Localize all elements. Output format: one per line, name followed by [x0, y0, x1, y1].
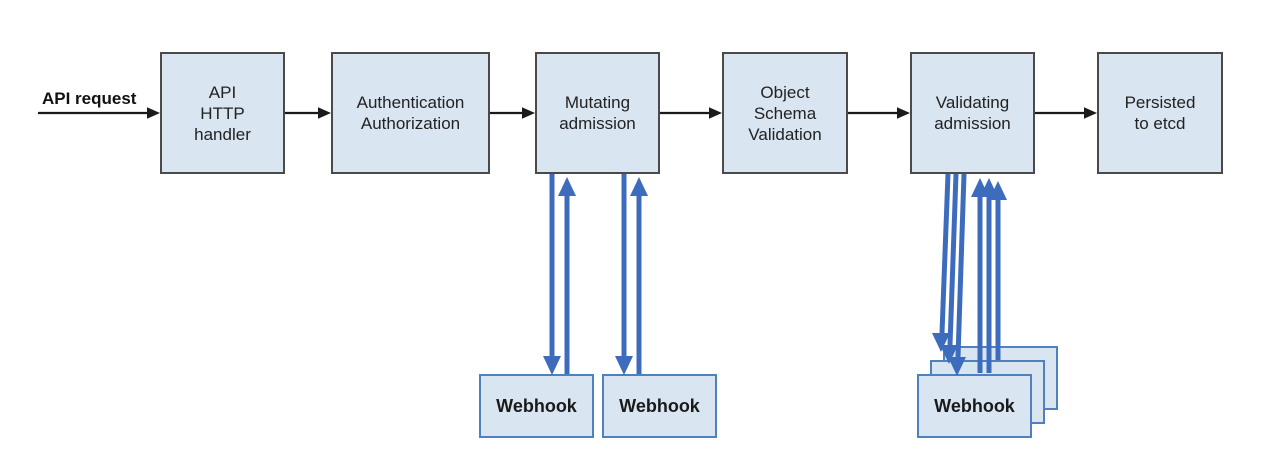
arrow-mutating-webhook2-down — [615, 174, 633, 375]
node-label: API HTTP handler — [194, 82, 251, 144]
webhook-label: Webhook — [496, 395, 577, 416]
api-request-label: API request — [42, 89, 137, 108]
arrow-validating-webhook-down-2 — [940, 173, 959, 364]
node-persisted-to-etcd: Persisted to etcd — [1097, 52, 1223, 174]
arrow-validating-to-etcd — [1035, 107, 1097, 119]
arrow-auth-to-mutating — [490, 107, 535, 119]
node-authentication-authorization: Authentication Authorization — [331, 52, 490, 174]
arrow-mutating-webhook1-down — [543, 174, 561, 375]
arrow-mutating-to-schema — [660, 107, 722, 119]
node-validating-admission: Validating admission — [910, 52, 1035, 174]
arrow-validating-webhook-up-2 — [980, 178, 998, 373]
arrow-validating-webhook-up-3 — [989, 181, 1007, 360]
webhook-label: Webhook — [619, 395, 700, 416]
node-mutating-admission: Mutating admission — [535, 52, 660, 174]
webhook-box-validating: Webhook — [917, 374, 1032, 438]
arrow-mutating-webhook2-up — [630, 177, 648, 374]
node-label: Object Schema Validation — [748, 82, 822, 144]
webhook-box-mutating-1: Webhook — [479, 374, 594, 438]
node-label: Mutating admission — [559, 93, 636, 133]
node-label: Validating admission — [934, 93, 1011, 133]
node-api-http-handler: API HTTP handler — [160, 52, 285, 174]
node-label: Authentication Authorization — [356, 93, 465, 133]
arrow-mutating-webhook1-up — [558, 177, 576, 374]
webhook-box-mutating-2: Webhook — [602, 374, 717, 438]
arrow-handler-to-auth — [285, 107, 331, 119]
node-object-schema-validation: Object Schema Validation — [722, 52, 848, 174]
arrow-validating-webhook-up-1 — [971, 178, 989, 373]
arrow-schema-to-validating — [848, 107, 910, 119]
arrow-validating-webhook-down-1 — [932, 173, 951, 352]
node-label: Persisted to etcd — [1124, 93, 1196, 133]
webhook-label: Webhook — [934, 395, 1015, 416]
